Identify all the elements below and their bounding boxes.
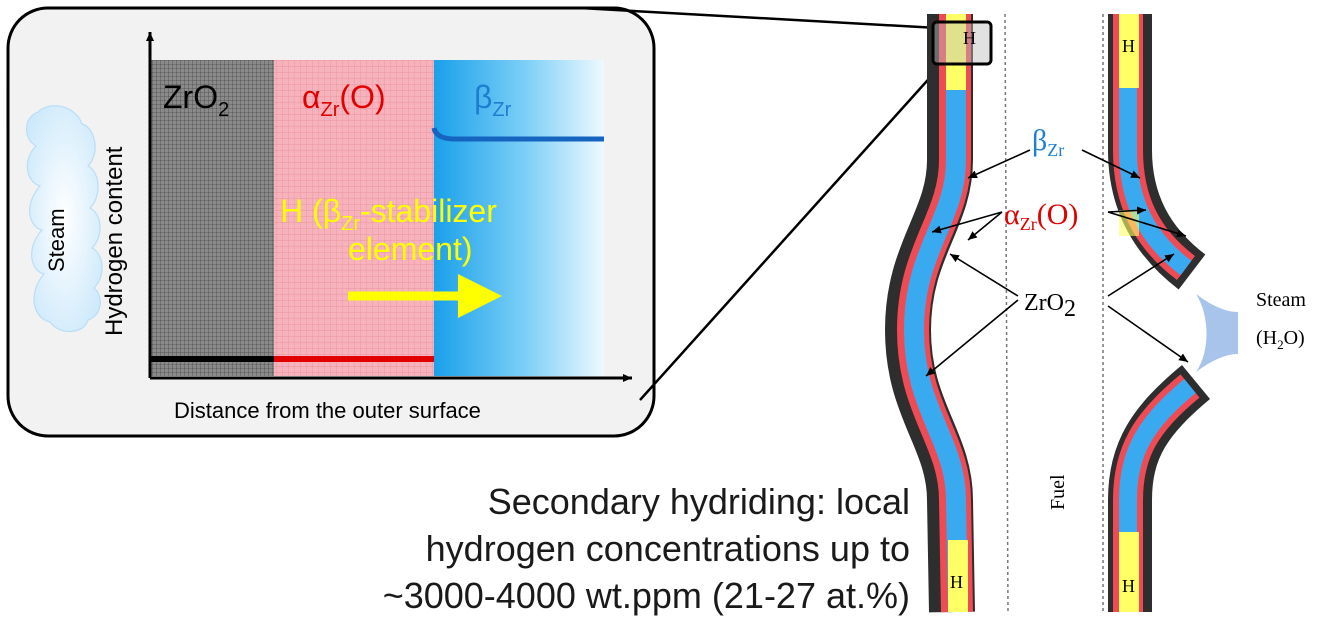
- zone-zro2: [150, 60, 274, 376]
- h-mark-bottom-right: H: [1122, 576, 1135, 596]
- zone-label-alpha: αZr(O): [302, 79, 386, 121]
- label-pointers: [925, 149, 1189, 377]
- y-axis-label: Hydrogen content: [101, 146, 128, 336]
- zoom-line-top: [579, 6, 939, 30]
- h-mark-top-left: H: [963, 28, 976, 48]
- h-stabilizer-line1: H (βZr-stabilizer: [280, 193, 497, 235]
- caption-line-1: Secondary hydriding: local: [487, 481, 910, 522]
- zoom-box: [931, 20, 993, 66]
- zone-label-beta: βZr: [474, 79, 512, 121]
- steam-formula: (H2O): [1256, 327, 1305, 352]
- alpha-label: αZr(O): [1004, 198, 1078, 234]
- inset-panel: Steam ZrO2 αZr(O) βZr H (βZr-stabilizer …: [6, 6, 656, 438]
- cladding-wall-left: [884, 14, 975, 613]
- profile-beta: [431, 127, 604, 142]
- fuel-label: Fuel: [1047, 474, 1069, 510]
- steam-inlet-icon: [1196, 294, 1238, 372]
- hydrogen-flow-arrow: [348, 274, 502, 318]
- fuel-boundary-left: [1004, 13, 1009, 613]
- caption-line-2: hydrogen concentrations up to: [425, 528, 910, 569]
- h-mark-top-right: H: [1122, 36, 1135, 56]
- h-stabilizer-line2: element): [348, 231, 473, 267]
- cladding-diagram: H H H H βZr αZr(O) ZrO2 Fuel: [884, 13, 1306, 613]
- steam-label-diagram: Steam: [1256, 289, 1306, 311]
- steam-cloud: Steam: [25, 105, 103, 333]
- zro2-label: ZrO2: [1024, 290, 1076, 322]
- zoom-line-bottom: [639, 61, 945, 401]
- x-axis-label: Distance from the outer surface: [174, 398, 481, 423]
- beta-label: βZr: [1032, 124, 1064, 160]
- cladding-wall-right: [1108, 14, 1211, 612]
- caption: Secondary hydriding: local hydrogen conc…: [120, 478, 910, 619]
- caption-line-3: ~3000-4000 wt.ppm (21-27 at.%): [382, 575, 910, 616]
- zone-alpha: [274, 60, 434, 376]
- steam-label-inset: Steam: [44, 208, 69, 272]
- zone-beta: [434, 60, 604, 376]
- zone-label-zro2: ZrO2: [163, 79, 229, 121]
- h-mark-bottom-left: H: [950, 572, 963, 592]
